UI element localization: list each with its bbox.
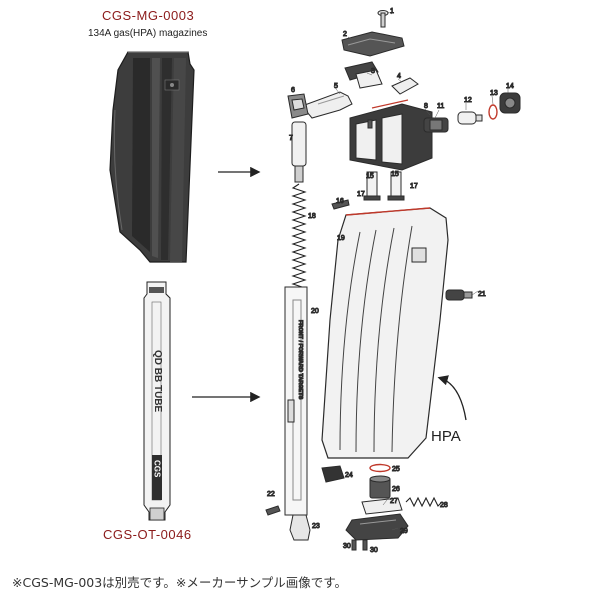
part-30-screws xyxy=(351,539,368,551)
part-number-5: 5 xyxy=(334,83,338,90)
cgs-logo-plate xyxy=(152,455,162,500)
part-number-20: 20 xyxy=(311,308,319,315)
part-12-nipple xyxy=(457,111,483,125)
tube-logo-text: CGS xyxy=(153,460,162,478)
part-number-6: 6 xyxy=(291,87,295,94)
part-18-spring xyxy=(291,183,307,293)
part-11-inlet xyxy=(423,117,449,133)
part-number-30a: 30 xyxy=(343,543,351,550)
part-number-3: 3 xyxy=(371,68,375,75)
part-number-16: 16 xyxy=(336,198,344,205)
part-number-15b: 15 xyxy=(391,171,399,178)
part-number-1: 1 xyxy=(390,8,394,15)
part-8-valve-block xyxy=(349,99,433,171)
magazine-caption: 134A gas(HPA) magazines xyxy=(88,28,208,39)
arrow-hpa xyxy=(437,375,467,421)
pointer-arrows xyxy=(192,166,467,421)
part-number-28: 28 xyxy=(440,502,448,509)
part-3-block xyxy=(344,61,383,89)
part-number-7: 7 xyxy=(289,135,293,142)
part-number-26: 26 xyxy=(392,486,400,493)
part-number-30b: 30 xyxy=(370,547,378,554)
part-number-14: 14 xyxy=(506,83,514,90)
part-20-tube-rail xyxy=(284,286,308,516)
part-29-base-plate xyxy=(345,513,409,541)
part-number-17a: 17 xyxy=(357,191,365,198)
part-number-24: 24 xyxy=(345,472,353,479)
part-26-cylinder xyxy=(369,475,391,499)
part-22-pin xyxy=(265,505,281,516)
part-number-4: 4 xyxy=(397,73,401,80)
rail-printed-text: FRONT / FORWARD TARGETS xyxy=(297,320,303,400)
part-19-magazine-body xyxy=(321,207,449,459)
tube-printed-text: QD BB TUBE xyxy=(152,350,163,413)
part-16-pin xyxy=(331,199,350,210)
part-24-clip xyxy=(321,465,345,483)
part-number-8: 8 xyxy=(424,103,428,110)
part-2-feed-lip xyxy=(341,31,405,57)
part-number-15a: 15 xyxy=(366,173,374,180)
footer-note: ※CGS-MG-003は別売です。※メーカーサンプル画像です。 xyxy=(12,575,348,590)
exploded-view: FRONT / FORWARD TARGETS xyxy=(265,8,521,555)
part-number-27: 27 xyxy=(390,498,398,505)
part-4-lever xyxy=(391,77,419,95)
part-number-25: 25 xyxy=(392,466,400,473)
part-27-latch xyxy=(361,497,403,515)
part-number-labels: 1 2 3 4 5 6 7 8 11 12 13 14 15 15 16 17 … xyxy=(267,8,515,555)
magazine-model-title: CGS-MG-0003 xyxy=(102,8,195,23)
part-number-29: 29 xyxy=(400,528,408,535)
part-23-base xyxy=(289,514,311,541)
part-number-11: 11 xyxy=(437,103,444,110)
part-number-13: 13 xyxy=(490,90,498,97)
part-1-screw xyxy=(377,10,389,28)
part-number-19: 19 xyxy=(337,235,345,242)
part-number-21: 21 xyxy=(478,291,486,298)
part-number-18: 18 xyxy=(308,213,316,220)
qd-bb-tube-illustration: CGS QD BB TUBE xyxy=(143,281,171,521)
hpa-label: HPA xyxy=(431,428,461,445)
leader-lines xyxy=(335,11,509,531)
part-number-22: 22 xyxy=(267,491,275,498)
magazine-illustration xyxy=(109,51,195,263)
part-7-follower xyxy=(291,121,307,183)
part-14-cap xyxy=(499,92,521,114)
tube-model-title: CGS-OT-0046 xyxy=(103,527,192,542)
part-28-spring xyxy=(405,496,443,508)
part-25-oring xyxy=(369,463,391,473)
part-15-valves xyxy=(363,171,405,201)
part-13-oring xyxy=(488,104,498,120)
part-number-12: 12 xyxy=(464,97,472,104)
part-6-cap xyxy=(287,93,309,119)
part-number-2: 2 xyxy=(343,31,347,38)
part-number-23: 23 xyxy=(312,523,320,530)
part-number-17b: 17 xyxy=(410,183,418,190)
part-21-fill-valve xyxy=(445,289,473,301)
part-5-arm xyxy=(301,91,353,119)
